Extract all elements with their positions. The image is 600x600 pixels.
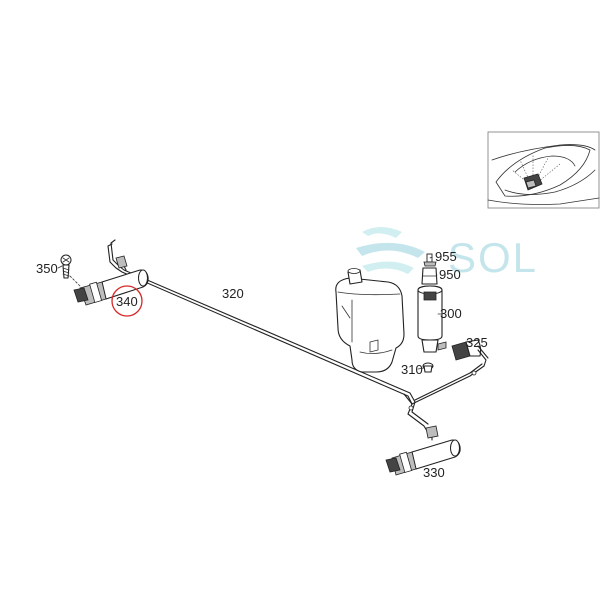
screw-350 (60, 254, 81, 287)
label-310: 310 (401, 362, 423, 377)
label-320: 320 (222, 286, 244, 301)
part-labels: 350 340 320 955 950 300 325 310 330 (36, 249, 488, 480)
label-350: 350 (36, 261, 58, 276)
label-340: 340 (116, 294, 138, 309)
label-300: 300 (440, 306, 462, 321)
washer-reservoir (335, 268, 405, 373)
hose-320 (107, 239, 485, 437)
logo-swoosh (362, 227, 402, 238)
connector-325 (451, 339, 489, 367)
watermark-logo: SOL (356, 227, 538, 281)
nozzle-330 (385, 425, 461, 476)
highlight-circle-340 (111, 285, 143, 317)
pump-300 (417, 253, 447, 353)
grommet-310 (422, 362, 434, 373)
watermark-text: SOL (448, 234, 538, 281)
nozzle-340 (73, 255, 149, 306)
inset-vehicle-view (487, 131, 600, 209)
label-330: 330 (423, 465, 445, 480)
label-325: 325 (466, 335, 488, 350)
label-955: 955 (435, 249, 457, 264)
label-950: 950 (439, 267, 461, 282)
